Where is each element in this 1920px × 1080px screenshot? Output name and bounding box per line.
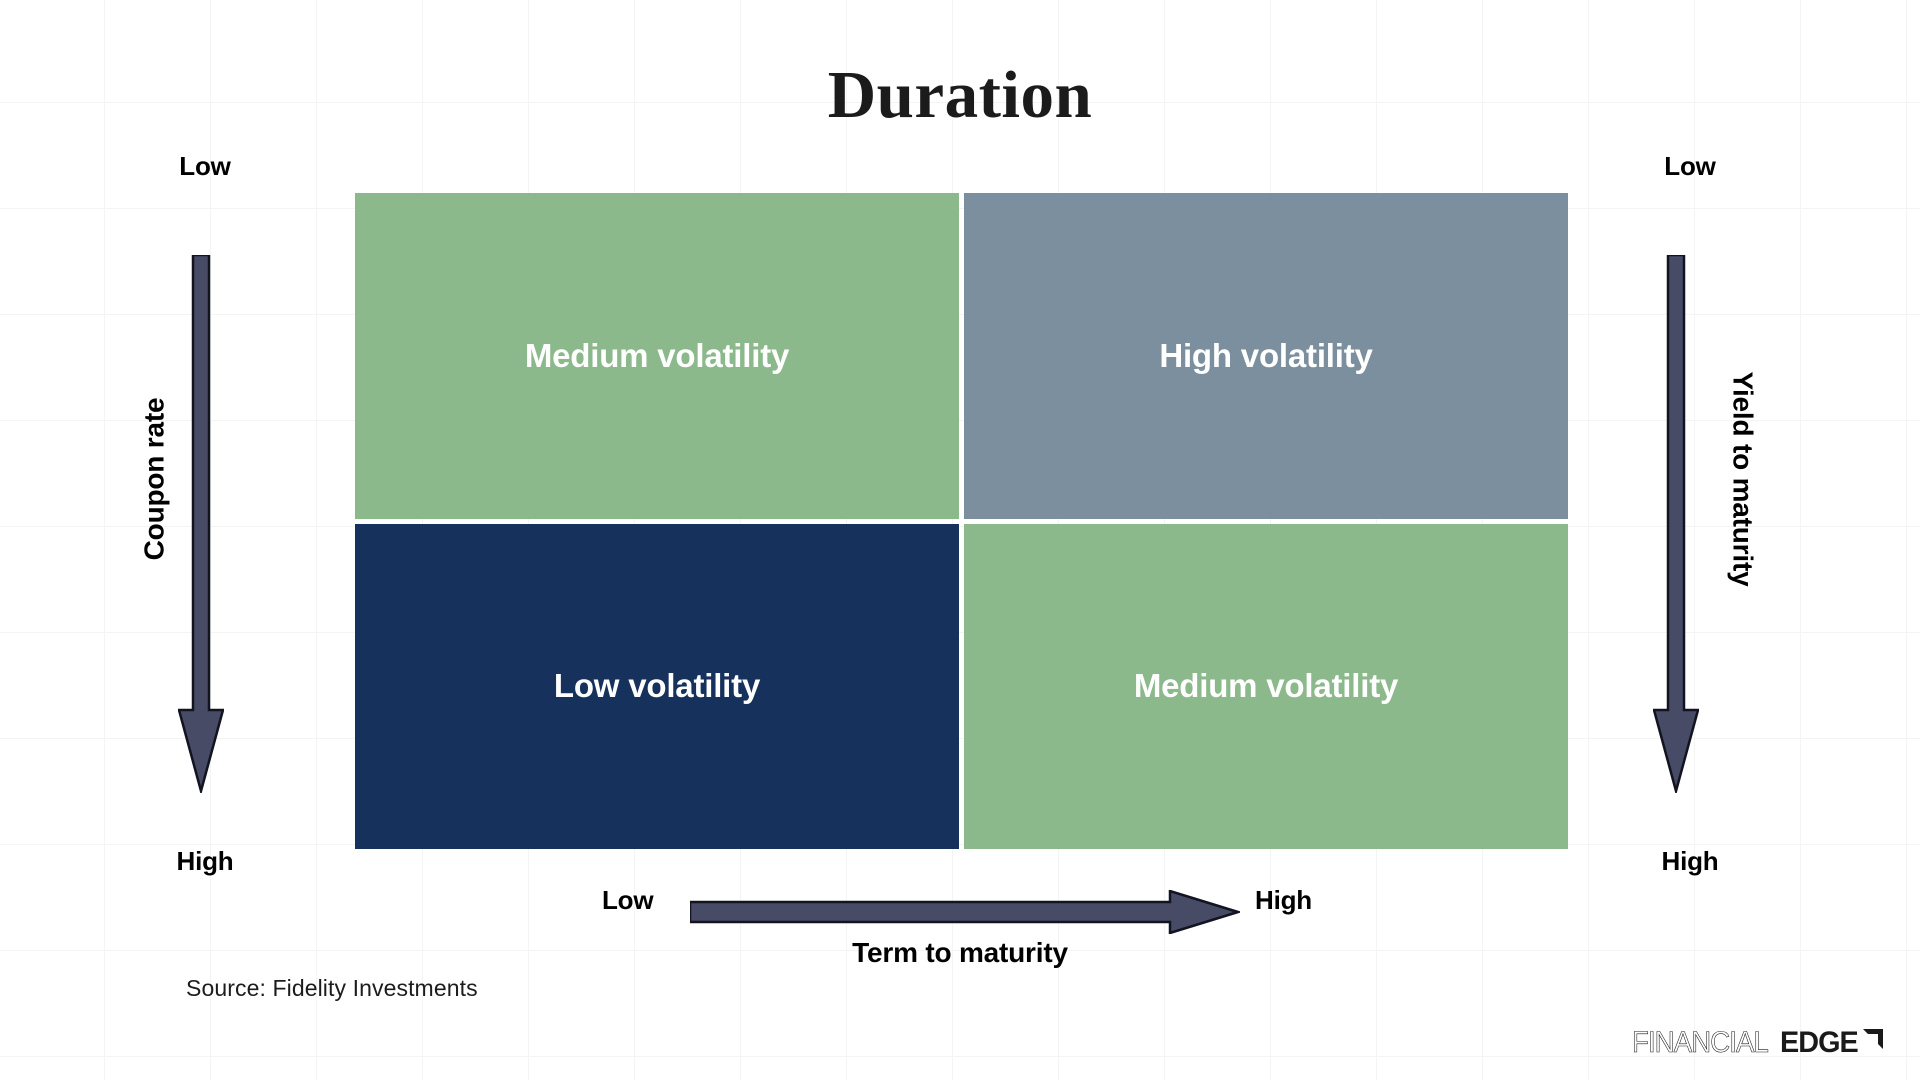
quadrant-label: Low volatility [553, 667, 761, 705]
logo-bold-text: EDGE [1779, 1026, 1859, 1059]
axis-term-title: Term to maturity [852, 937, 1068, 968]
quadrant-label: Medium volatility [1133, 667, 1399, 705]
quadrant-high-coupon-high-term[interactable]: Medium volatility [964, 523, 1568, 849]
quadrant-low-coupon-low-term[interactable]: Medium volatility [355, 193, 959, 519]
axis-yield-title: Yield to maturity [1727, 371, 1759, 587]
logo-thin-text: FINANCIAL [1632, 1026, 1769, 1059]
axis-term-to-maturity: Low High Term to maturity [560, 885, 1360, 1015]
quadrant-high-coupon-low-term[interactable]: Low volatility [355, 523, 959, 849]
source-note: Source: Fidelity Investments [186, 975, 478, 1001]
down-arrow-icon [1653, 255, 1699, 793]
axis-coupon-rate-title: Coupon rate [138, 397, 170, 561]
logo-wordmark: FINANCIAL EDGE [1632, 1026, 1884, 1059]
financial-edge-logo: FINANCIAL EDGE [1632, 1012, 1884, 1058]
quadrant-label: High volatility [1159, 336, 1373, 374]
page-title: Duration [827, 58, 1093, 132]
quadrant-low-coupon-high-term[interactable]: High volatility [964, 193, 1568, 519]
axis-term-low-label: Low [602, 885, 654, 915]
quadrant-label: Medium volatility [524, 336, 790, 374]
axis-yield-to-maturity: Low Yield to maturity High [1600, 151, 1780, 876]
axis-coupon-rate-low-label: Low [179, 151, 231, 181]
right-arrow-icon [690, 890, 1240, 934]
axis-coupon-rate: Low Coupon rate High [138, 151, 320, 876]
down-arrow-icon [178, 255, 224, 793]
axis-coupon-rate-high-label: High [176, 846, 234, 876]
axis-yield-low-label: Low [1664, 151, 1716, 181]
axis-term-high-label: High [1255, 885, 1312, 915]
axis-yield-high-label: High [1661, 846, 1719, 876]
volatility-matrix: Medium volatility High volatility Low vo… [355, 193, 1568, 849]
logo-corner-mark-icon [1863, 1029, 1883, 1049]
